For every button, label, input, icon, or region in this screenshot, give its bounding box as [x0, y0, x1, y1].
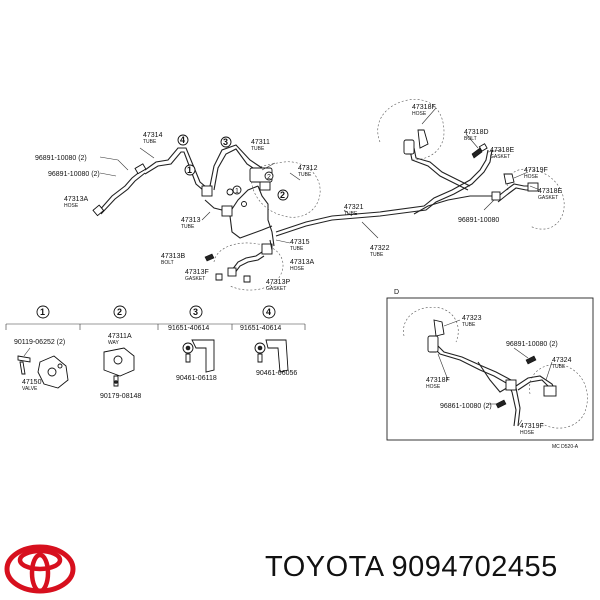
detail-label-47319f: 47319F [520, 423, 544, 430]
label-47318e-right-type: GASKET [538, 195, 558, 201]
label-47321-type: TUBE [344, 211, 358, 217]
callout-1: 1 [187, 165, 192, 175]
main-assembly [92, 99, 565, 291]
key-3-part-91651: 91651-40614 [168, 325, 209, 332]
detail-label-47319f-type: HOSE [520, 430, 535, 436]
detail-diagram-code: MC D520-A [552, 444, 579, 450]
key-1-part-90119: 90119-06252 (2) [14, 339, 65, 346]
key-1-title: 1 [40, 307, 45, 317]
key-2-part-90179: 90179-08148 [100, 393, 141, 400]
key-2-part-47311a: 47311A [108, 333, 132, 340]
label-47315-type: TUBE [290, 246, 304, 252]
key-1-part-47150-type: VALVE [22, 386, 38, 392]
label-47318f: 47318F [412, 104, 436, 111]
detail-label-47318f: 47318F [426, 377, 450, 384]
callout-2: 2 [280, 190, 285, 200]
detail-label-96891: 96891-10080 (2) [506, 341, 558, 348]
label-47318e-right: 47318E [538, 188, 562, 195]
key-1-part-47150: 47150 [22, 379, 42, 386]
toyota-logo-icon [4, 544, 76, 594]
key-4-title: 4 [266, 307, 271, 317]
label-47322: 47322 [370, 245, 390, 252]
callout-3: 3 [223, 137, 228, 147]
key-2-title: 2 [117, 307, 122, 317]
label-47313: 47313 [181, 217, 201, 224]
label-47318e-type: GASKET [490, 154, 510, 160]
label-47313f-type: GASKET [185, 276, 205, 282]
hose-47313a-drawing [97, 169, 143, 213]
key-4-part-91651: 91651-40614 [240, 325, 281, 332]
label-47318d: 47318D [464, 129, 489, 136]
label-47312: 47312 [298, 165, 318, 172]
detail-label-47323-type: TUBE [462, 322, 476, 328]
label-47315: 47315 [290, 239, 310, 246]
label-47311: 47311 [251, 139, 270, 146]
label-96891-10080-c: 96891-10080 [458, 217, 499, 224]
detail-label-47324-type: TUBE [552, 364, 566, 370]
label-47311-type: TUBE [251, 146, 265, 152]
detail-label-47323: 47323 [462, 315, 482, 322]
label-47313p: 47313P [266, 279, 290, 286]
label-47318d-type: BOLT [464, 136, 477, 142]
label-47313a-type: HOSE [64, 203, 79, 209]
callout-2-small: 2 [267, 174, 271, 181]
label-47313b: 47313B [161, 253, 185, 260]
label-47313-type: TUBE [181, 224, 195, 230]
label-47313b-type: BOLT [161, 260, 174, 266]
key-4-part-90461: 90461-06056 [256, 370, 297, 377]
label-47314-type: TUBE [143, 139, 157, 145]
product-caption: TOYOTA 9094702455 [265, 551, 558, 583]
label-47319f: 47319F [524, 167, 548, 174]
detail-label-47318f-type: HOSE [426, 384, 441, 390]
label-47313a-lower-type: HOSE [290, 266, 305, 272]
detail-label-96861: 96861-10080 (2) [440, 403, 492, 410]
callout-4: 4 [180, 135, 185, 145]
label-47322-type: TUBE [370, 252, 384, 258]
label-47318e: 47318E [490, 147, 514, 154]
label-47313f: 47313F [185, 269, 209, 276]
component-key [5, 305, 306, 389]
label-47318f-type: HOSE [412, 111, 427, 117]
detail-d-title: D [394, 289, 399, 296]
label-96891-10080-a: 96891-10080 (2) [35, 155, 87, 162]
key-3-part-90461: 90461-06118 [176, 375, 217, 382]
label-96891-10080-b: 96891-10080 (2) [48, 171, 100, 178]
label-47313p-type: GASKET [266, 286, 286, 292]
label-47313a: 47313A [64, 196, 88, 203]
label-47313a-lower: 47313A [290, 259, 314, 266]
label-47312-type: TUBE [298, 172, 312, 178]
key-3-title: 3 [193, 307, 198, 317]
label-47314: 47314 [143, 132, 163, 139]
callout-1-small: 1 [235, 188, 239, 195]
key-2-part-47311a-type: WAY [108, 340, 119, 346]
label-47321: 47321 [344, 204, 364, 211]
detail-label-47324: 47324 [552, 357, 572, 364]
label-47319f-type: HOSE [524, 174, 539, 180]
detail-d-box [386, 297, 594, 441]
